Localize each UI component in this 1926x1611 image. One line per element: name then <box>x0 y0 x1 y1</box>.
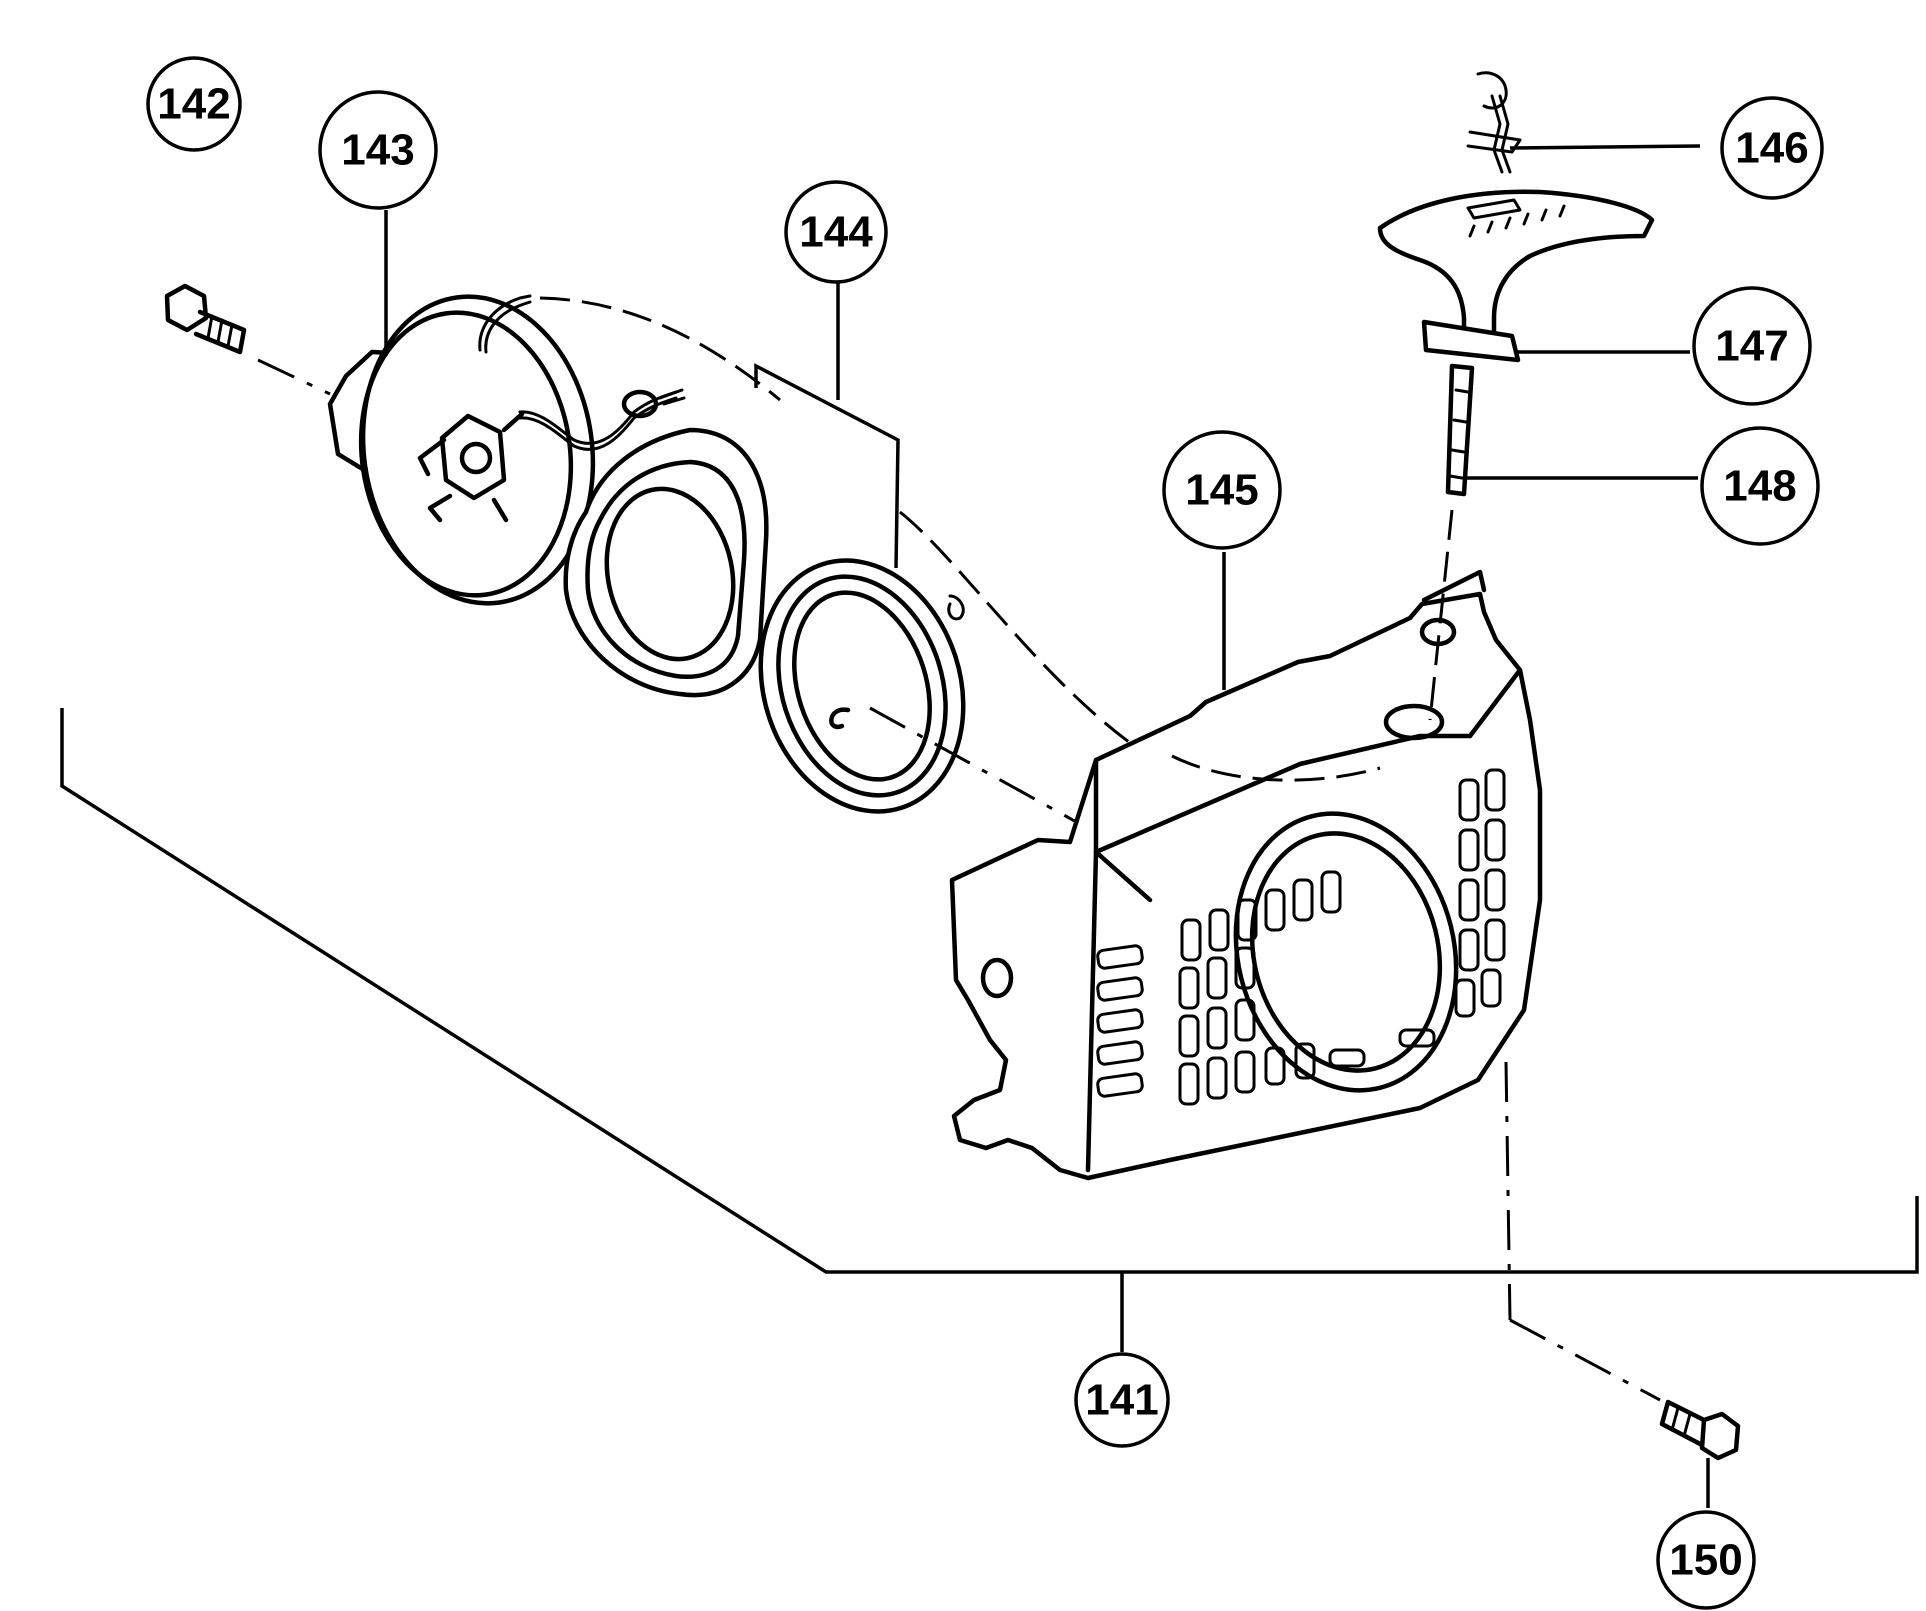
callout-143-label: 143 <box>341 126 414 175</box>
part-145-starter-housing <box>949 552 1543 1181</box>
part-144-spring <box>758 558 1081 826</box>
callout-145: 145 <box>1162 430 1282 550</box>
part-144-spring-case <box>563 272 900 698</box>
callout-141: 141 <box>1074 1352 1170 1448</box>
part-147-handle <box>1377 189 1690 363</box>
callout-145-label: 145 <box>1185 466 1258 515</box>
callout-146: 146 <box>1720 96 1824 200</box>
part-142-bolt <box>164 283 331 396</box>
callout-144: 144 <box>784 180 888 284</box>
callout-148: 148 <box>1700 426 1820 546</box>
callout-143: 143 <box>318 90 438 210</box>
callout-150: 150 <box>1656 1510 1756 1610</box>
callout-141-label: 141 <box>1085 1376 1158 1425</box>
part-150-screw <box>1504 1061 1741 1508</box>
callout-148-label: 148 <box>1723 462 1796 511</box>
part-148-rope <box>1428 363 1698 721</box>
part-143-pulley <box>327 210 686 606</box>
callout-147-label: 147 <box>1715 322 1788 371</box>
callout-146-label: 146 <box>1735 124 1808 173</box>
callout-142: 142 <box>146 56 242 152</box>
callout-147: 147 <box>1692 286 1812 406</box>
assembly-bracket <box>60 708 1919 1352</box>
callout-150-label: 150 <box>1669 1536 1742 1585</box>
part-146-rope <box>1466 71 1701 174</box>
callout-144-label: 144 <box>799 208 873 257</box>
callout-142-label: 142 <box>157 80 230 129</box>
